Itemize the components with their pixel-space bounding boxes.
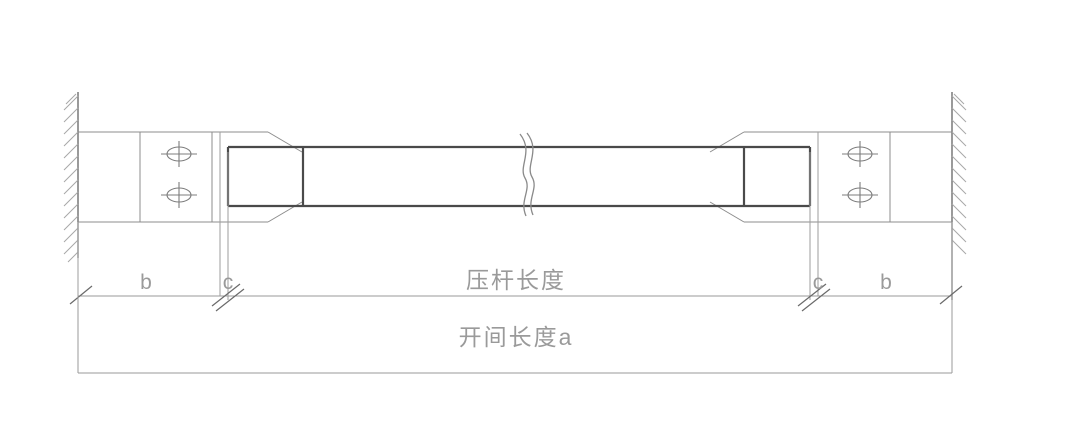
right-plate-divisions — [817, 132, 891, 222]
upper-dimension-line — [69, 283, 963, 312]
right-wall-hatching — [951, 93, 967, 255]
left-wall — [63, 92, 79, 263]
right-wall — [951, 92, 967, 300]
left-plate-divisions — [139, 132, 213, 222]
dimension-extension-lines — [77, 132, 953, 300]
break-symbol — [519, 132, 535, 217]
dimension-label-b-right: b — [880, 271, 892, 294]
dimension-label-b-left: b — [140, 271, 152, 294]
left-bolt-lower — [161, 182, 197, 208]
compression-member — [226, 145, 812, 208]
dimension-label-c-left: c — [223, 271, 234, 294]
upper-dimension-ticks — [69, 283, 963, 312]
left-wall-hatching — [63, 93, 79, 263]
bay-length-label: 开间长度a — [459, 324, 574, 350]
right-bolt-upper — [842, 141, 878, 167]
lower-dimension-line — [77, 296, 953, 374]
right-bolt-lower — [842, 182, 878, 208]
dimension-label-c-right: c — [813, 271, 824, 294]
left-bolt-upper — [161, 141, 197, 167]
connection-plate-envelope — [78, 131, 952, 223]
member-length-label: 压杆长度 — [466, 267, 566, 293]
